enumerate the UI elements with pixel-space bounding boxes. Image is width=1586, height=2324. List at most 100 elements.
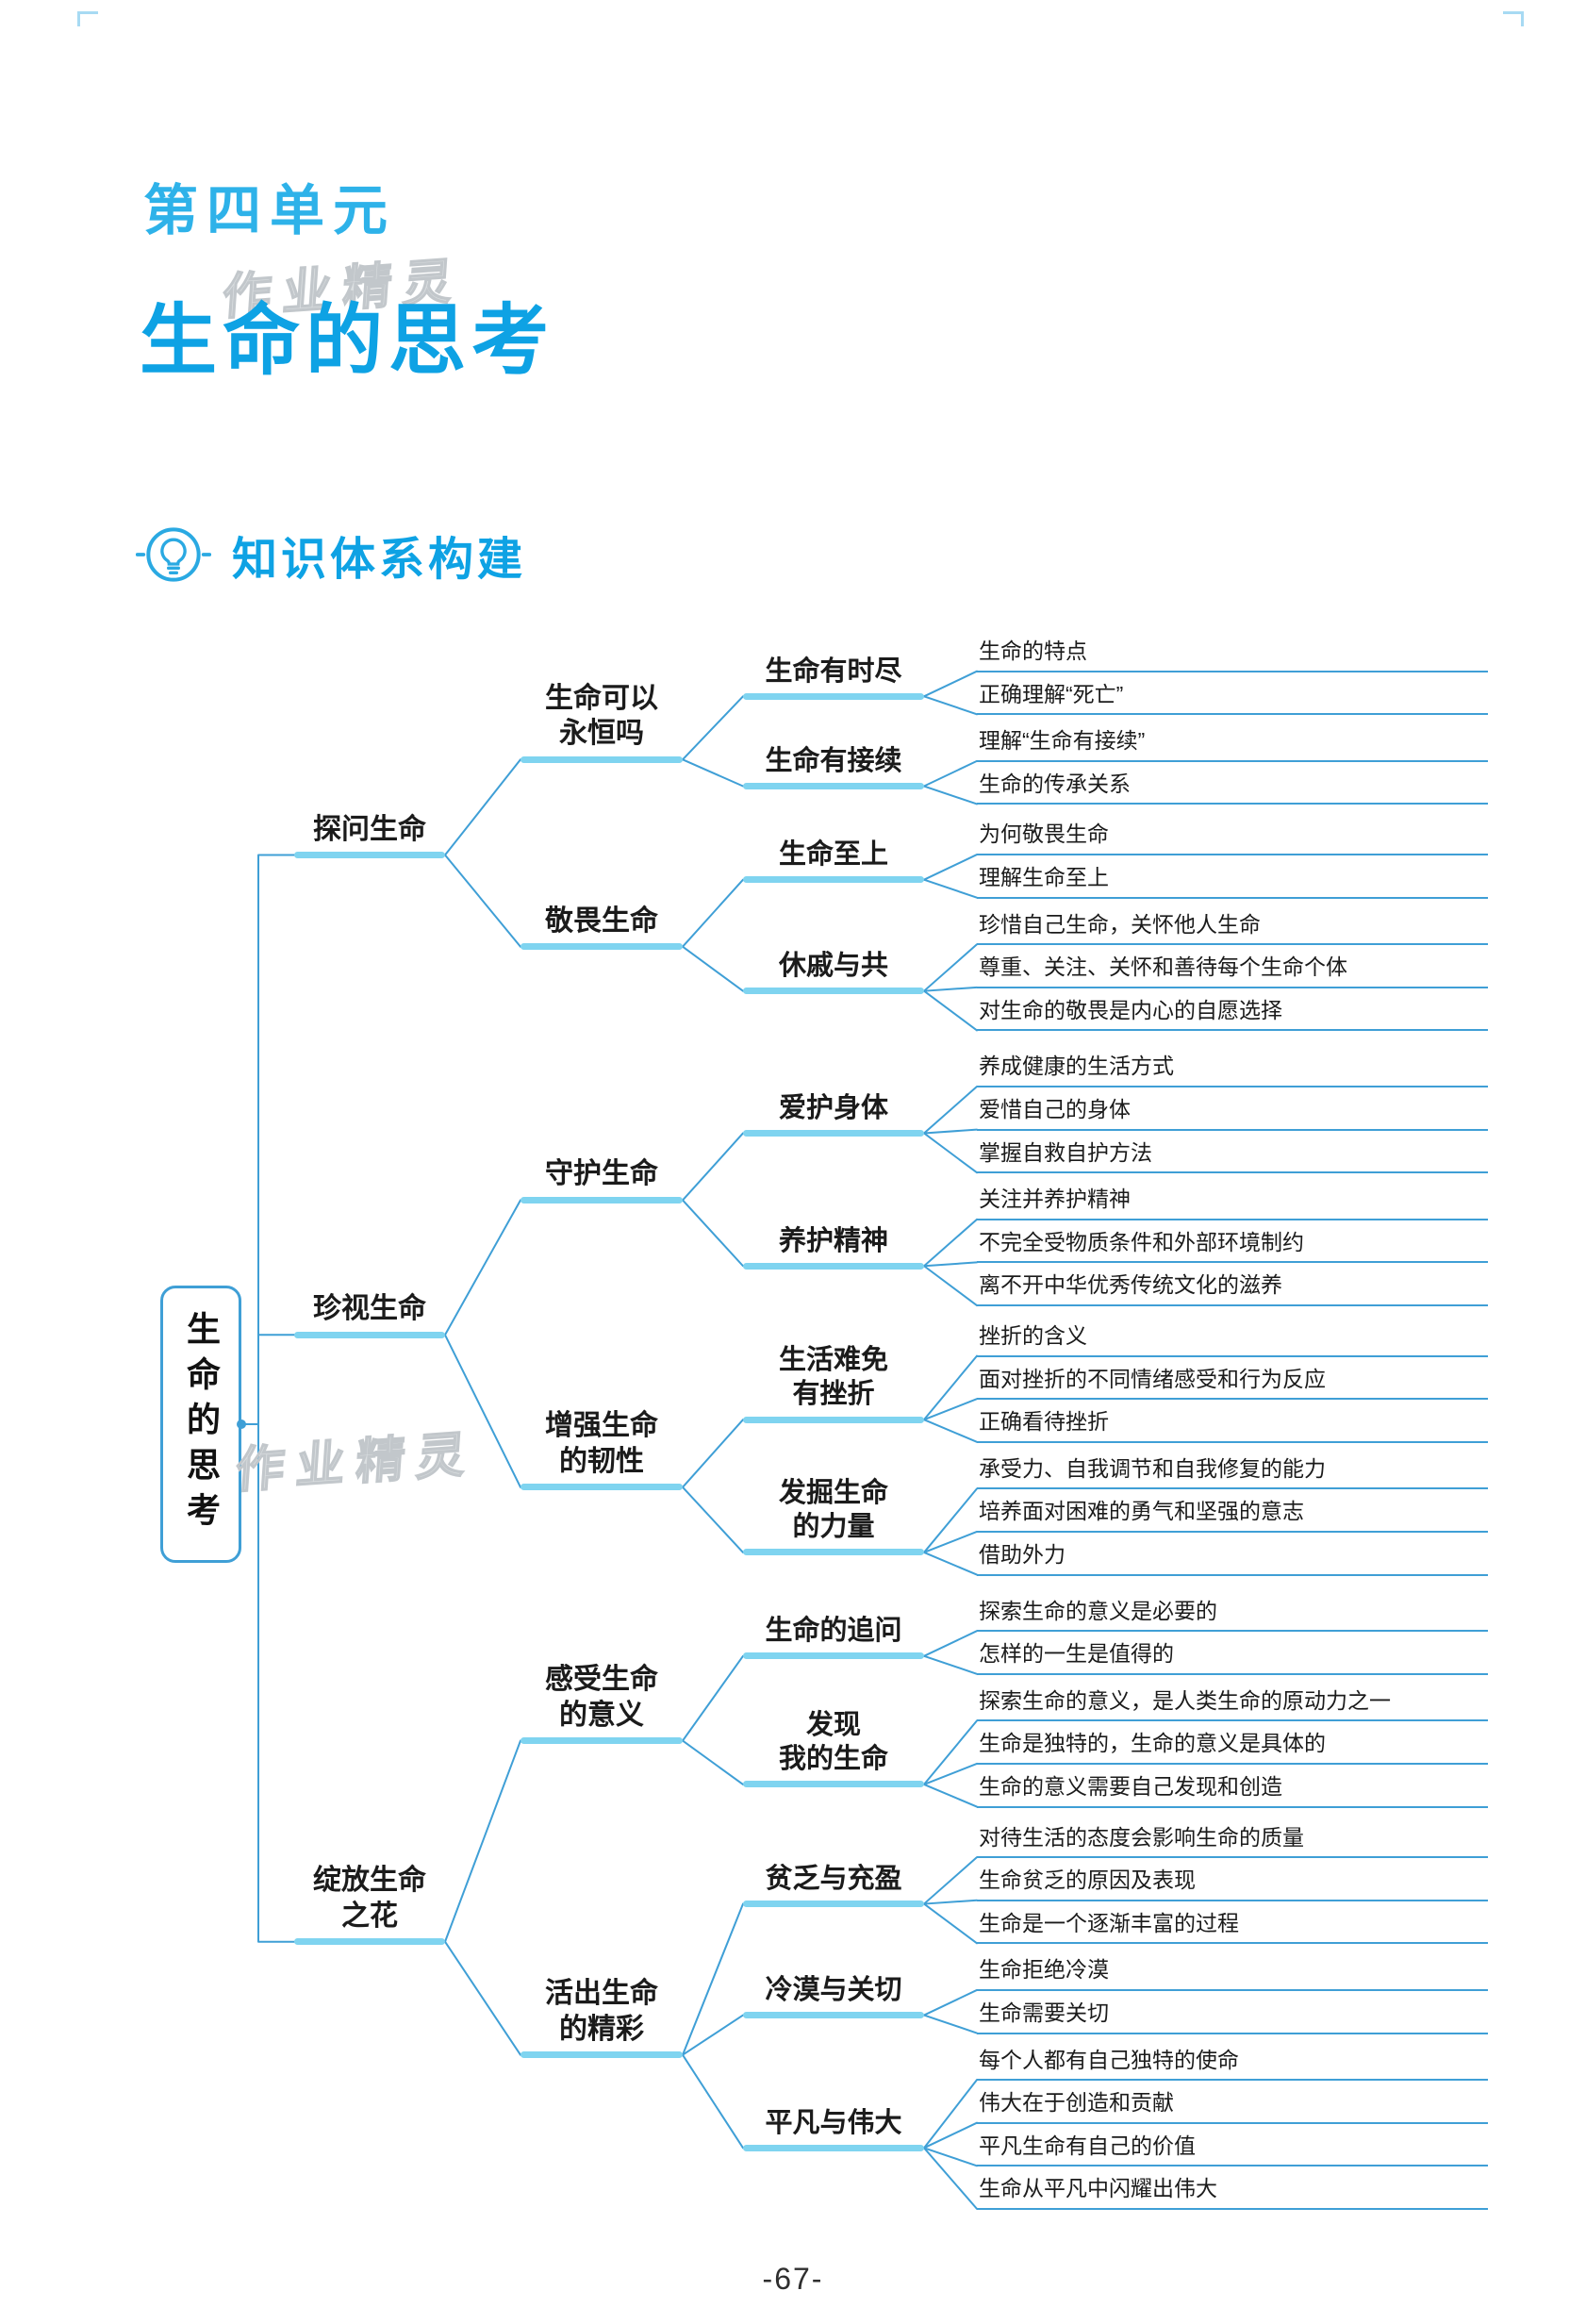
leaf-list: 关注并养护精神不完全受物质条件和外部环境制约离不开中华优秀传统文化的滋养 — [977, 1187, 1488, 1307]
mindmap-branch: 冷漠与关切生命拒绝冷漠生命需要关切 — [743, 1957, 1488, 2034]
node-underline — [743, 2144, 924, 2151]
mindmap-node: 发掘生命的力量 — [743, 1476, 924, 1556]
mindmap-leaf: 承受力、自我调节和自我修复的能力 — [977, 1456, 1488, 1490]
leaf-list: 挫折的含义面对挫折的不同情绪感受和行为反应正确看待挫折 — [977, 1323, 1488, 1443]
node-underline — [520, 1484, 683, 1491]
node-text: 永恒吗 — [559, 718, 644, 750]
node-underline — [743, 1129, 924, 1137]
leaf-list: 每个人都有自己独特的使命伟大在于创造和贡献平凡生命有自己的价值生命从平凡中闪耀出… — [977, 2048, 1488, 2210]
mindmap-leaf: 正确看待挫折 — [977, 1409, 1488, 1443]
node-text: 增强生命 — [545, 1410, 658, 1442]
mindmap-branch: 平凡与伟大 每个人都有自己独特的使命伟大在于创造和贡献平凡生命有自己的价值生命从平… — [743, 2048, 1488, 2210]
node-text: 贫乏与充盈 — [765, 1863, 902, 1894]
mindmap-node: 贫乏与充盈 — [743, 1862, 924, 1908]
mindmap-node: 生命有时尽 — [743, 655, 924, 700]
mindmap-node: 平凡与伟大 — [743, 2106, 924, 2151]
mindmap-node: 感受生命的意义 — [520, 1662, 683, 1745]
mindmap-leaf: 爱惜自己的身体 — [977, 1097, 1488, 1131]
node-text: 活出生命 — [545, 1978, 658, 2010]
mindmap-leaf: 为何敬畏生命 — [977, 822, 1488, 856]
node-text: 生命的追问 — [765, 1616, 902, 1647]
mindmap-leaf: 生命贫乏的原因及表现 — [977, 1868, 1488, 1901]
node-underline — [743, 1781, 924, 1788]
node-underline — [743, 1549, 924, 1556]
mindmap-branch: 生活难免有挫折挫折的含义面对挫折的不同情绪感受和行为反应正确看待挫折 — [743, 1323, 1488, 1443]
node-text: 珍视生命 — [313, 1293, 426, 1325]
node-underline — [520, 755, 683, 763]
mindmap-leaf: 正确理解“死亡” — [977, 682, 1488, 716]
mindmap-leaf: 生命的特点 — [977, 639, 1488, 672]
mindmap-node: 生命的追问 — [743, 1614, 924, 1660]
mindmap-branch: 发掘生命的力量承受力、自我调节和自我修复的能力培养面对困难的勇气和坚强的意志借助… — [743, 1456, 1488, 1576]
leaf-list: 承受力、自我调节和自我修复的能力培养面对困难的勇气和坚强的意志借助外力 — [977, 1456, 1488, 1576]
node-text: 感受生命 — [545, 1664, 658, 1696]
node-underline — [743, 2012, 924, 2019]
mindmap-branch: 生命有接续 理解“生命有接续”生命的传承关系 — [743, 728, 1488, 805]
children-column: 生命至上为何敬畏生命理解生命至上休戚与共珍惜自己生命，关怀他人生命尊重、关注、关… — [743, 822, 1488, 1032]
mindmap-node: 发现我的生命 — [743, 1708, 924, 1788]
mindmap-leaf: 每个人都有自己独特的使命 — [977, 2048, 1488, 2082]
mindmap-branch: 生命有时尽 生命的特点正确理解“死亡” — [743, 639, 1488, 716]
mindmap-branch: 养护精神 关注并养护精神不完全受物质条件和外部环境制约离不开中华优秀传统文化的滋养 — [743, 1187, 1488, 1307]
children-column: 感受生命的意义 生命的追问 探索生命的意义是必要的怎样的一生是值得的发现我的生命 探索… — [520, 1599, 1488, 2210]
node-underline — [743, 1652, 924, 1660]
mindmap-leaf: 生命的传承关系 — [977, 772, 1488, 805]
node-text: 生命至上 — [778, 838, 888, 870]
mindmap-leaf: 不完全受物质条件和外部环境制约 — [977, 1230, 1488, 1264]
leaf-list: 理解“生命有接续”生命的传承关系 — [977, 728, 1488, 805]
mindmap-branch: 敬畏生命生命至上为何敬畏生命理解生命至上休戚与共珍惜自己生命，关怀他人生命尊重、… — [520, 822, 1488, 1032]
children-column: 爱护身体养成健康的生活方式爱惜自己的身体掌握自救自护方法养护精神关注并养护精神不… — [743, 1054, 1488, 1307]
mindmap-leaf: 珍惜自己生命，关怀他人生命 — [977, 912, 1488, 946]
page-number: -67- — [762, 2262, 824, 2296]
node-text: 生命有接续 — [765, 745, 902, 776]
node-underline — [743, 1901, 924, 1908]
mindmap-branch: 活出生命的精彩 贫乏与充盈 对待生活的态度会影响生命的质量生命贫乏的原因及表现生命是… — [520, 1825, 1488, 2210]
children-column: 守护生命爱护身体养成健康的生活方式爱惜自己的身体掌握自救自护方法养护精神关注并养… — [520, 1054, 1488, 1576]
mindmap-node: 养护精神 — [743, 1224, 924, 1270]
unit-label: 第四单元 — [143, 180, 397, 241]
children-column: 生活难免有挫折挫折的含义面对挫折的不同情绪感受和行为反应正确看待挫折发掘生命的力… — [743, 1323, 1488, 1576]
leaf-list: 对待生活的态度会影响生命的质量生命贫乏的原因及表现生命是一个逐渐丰富的过程 — [977, 1825, 1488, 1945]
node-text: 生活难免 — [778, 1345, 888, 1376]
mindmap-leaf: 借助外力 — [977, 1542, 1488, 1576]
node-text: 的力量 — [792, 1512, 875, 1543]
mindmap-leaf: 对待生活的态度会影响生命的质量 — [977, 1825, 1488, 1859]
node-text: 探问生命 — [313, 813, 426, 845]
mindmap-leaf: 挫折的含义 — [977, 1323, 1488, 1357]
node-text: 敬畏生命 — [545, 905, 658, 937]
node-underline — [520, 1196, 683, 1204]
node-underline — [520, 943, 683, 951]
mindmap-leaf: 离不开中华优秀传统文化的滋养 — [977, 1272, 1488, 1307]
mindmap-leaf: 掌握自救自护方法 — [977, 1140, 1488, 1174]
mindmap-leaf: 面对挫折的不同情绪感受和行为反应 — [977, 1367, 1488, 1401]
node-underline — [294, 852, 445, 859]
crop-mark-icon — [77, 11, 98, 26]
mindmap-leaf: 平凡生命有自己的价值 — [977, 2133, 1488, 2167]
node-text: 养护精神 — [778, 1225, 888, 1256]
mindmap-leaf: 生命是一个逐渐丰富的过程 — [977, 1911, 1488, 1945]
node-text: 生命有时尽 — [765, 656, 902, 687]
mindmap-branch: 增强生命的韧性生活难免有挫折挫折的含义面对挫折的不同情绪感受和行为反应正确看待挫… — [520, 1323, 1488, 1576]
mindmap-node: 珍视生命 — [294, 1291, 445, 1338]
mindmap-leaf: 对生命的敬畏是内心的自愿选择 — [977, 998, 1488, 1032]
children-column: 生命的追问探索生命的意义是必要的怎样的一生是值得的发现我的生命探索生命的意义，是… — [743, 1599, 1488, 1808]
section-title: 知识体系构建 — [232, 535, 527, 585]
mindmap-branch: 珍视生命守护生命爱护身体养成健康的生活方式爱惜自己的身体掌握自救自护方法养护精神… — [294, 1054, 1488, 1576]
mindmap-branch: 生命可以永恒吗 生命有时尽 生命的特点正确理解“死亡” 生命有接续 理解“生命有接续”生… — [520, 639, 1488, 805]
mindmap-leaf: 关注并养护精神 — [977, 1187, 1488, 1220]
children-column: 探问生命 生命可以永恒吗 生命有时尽 生命的特点正确理解“死亡” 生命有接续 理解“生命有… — [294, 639, 1488, 2210]
leaf-list: 生命拒绝冷漠生命需要关切 — [977, 1957, 1488, 2034]
mindmap-node: 活出生命的精彩 — [520, 1976, 683, 2059]
mindmap-leaf: 探索生命的意义是必要的 — [977, 1599, 1488, 1633]
node-text: 的韧性 — [559, 1445, 644, 1477]
mindmap-branch: 休戚与共珍惜自己生命，关怀他人生命尊重、关注、关怀和善待每个生命个体对生命的敬畏… — [743, 912, 1488, 1032]
mindmap-node: 增强生命的韧性 — [520, 1408, 683, 1491]
node-underline — [294, 1938, 445, 1946]
mindmap-leaf: 培养面对困难的勇气和坚强的意志 — [977, 1499, 1488, 1533]
node-text: 发现 — [805, 1709, 861, 1740]
leaf-list: 探索生命的意义是必要的怎样的一生是值得的 — [977, 1599, 1488, 1675]
mindmap-root-branch: 生命的思考探问生命生命可以永恒吗生命有时尽生命的特点正确理解“死亡”生命有接续理… — [160, 639, 1488, 2210]
node-text: 生命可以 — [545, 682, 658, 714]
mindmap-node: 休戚与共 — [743, 949, 924, 995]
mindmap-leaf: 生命需要关切 — [977, 2000, 1488, 2034]
